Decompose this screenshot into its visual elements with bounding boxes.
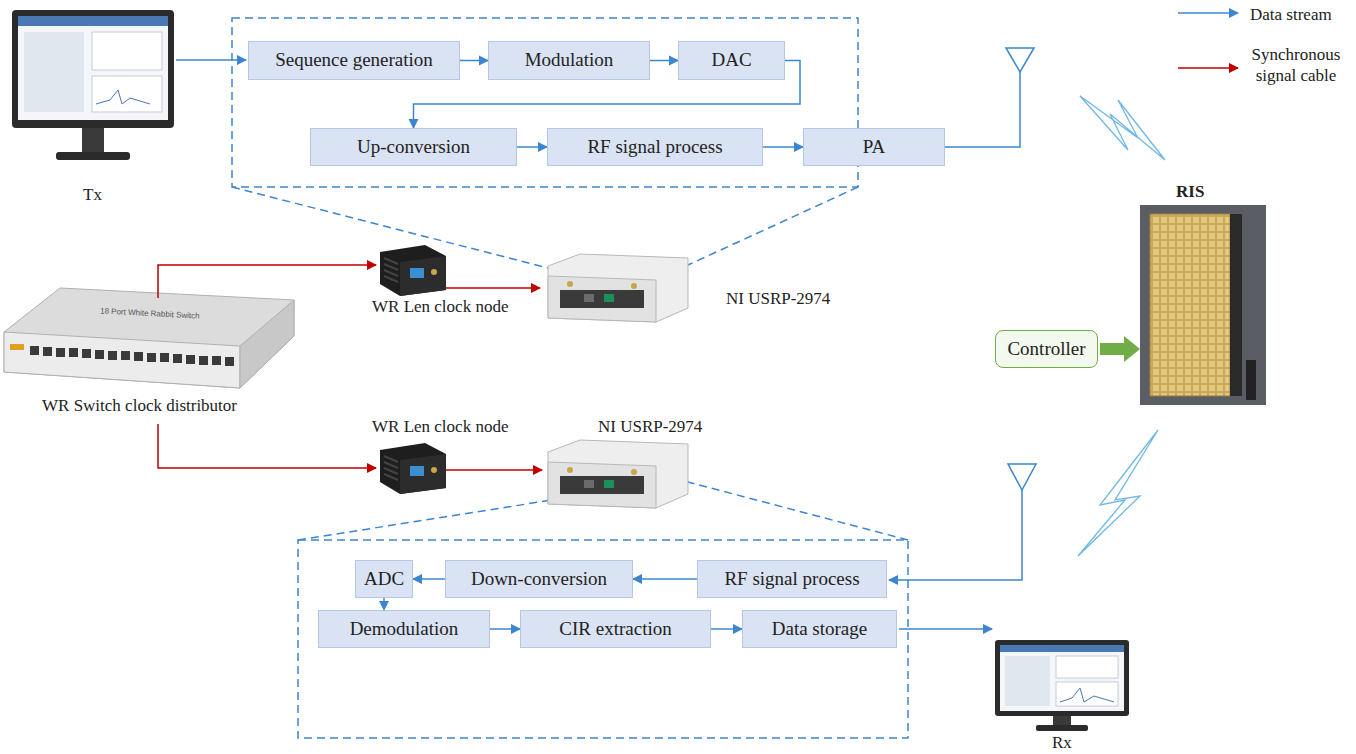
sync-cable bbox=[446, 287, 540, 289]
wr-len-device bbox=[380, 245, 446, 296]
zoom-line bbox=[298, 500, 552, 540]
antenna-feed bbox=[889, 490, 1022, 580]
tx-group-outline bbox=[232, 18, 858, 187]
antenna-feed bbox=[945, 72, 1020, 147]
legend-text: Synchronous signal cable bbox=[1238, 44, 1354, 87]
antenna-symbol bbox=[1008, 464, 1036, 490]
data-arrow bbox=[460, 60, 488, 62]
wireless-link bbox=[1080, 96, 1165, 160]
zoom-line bbox=[688, 187, 858, 265]
process-box: CIR extraction bbox=[520, 610, 711, 648]
process-box: PA bbox=[803, 128, 945, 166]
wr-len-device bbox=[380, 443, 446, 494]
zoom-line bbox=[688, 482, 908, 540]
part-label: RIS bbox=[1176, 183, 1204, 202]
box-label: RF signal process bbox=[724, 569, 859, 590]
process-box: RF signal process bbox=[547, 128, 763, 166]
process-box: DAC bbox=[678, 41, 785, 80]
data-arrow bbox=[711, 628, 742, 630]
data-arrow bbox=[413, 578, 445, 580]
data-arrow bbox=[383, 598, 385, 610]
data-arrow bbox=[176, 59, 246, 61]
sync-cable bbox=[446, 469, 542, 471]
legend-sample bbox=[1178, 67, 1238, 69]
wr-switch-image bbox=[4, 288, 294, 388]
sync-cable bbox=[158, 265, 376, 298]
data-arrow bbox=[517, 146, 547, 148]
tx-monitor bbox=[12, 10, 174, 160]
data-arrow bbox=[899, 628, 992, 630]
process-box: ADC bbox=[355, 560, 413, 598]
part-label: NI USRP-2974 bbox=[726, 290, 830, 309]
process-box: Data storage bbox=[742, 610, 897, 648]
part-label: 18 Port White Rabbit Switch bbox=[100, 307, 200, 321]
part-label: NI USRP-2974 bbox=[598, 418, 702, 437]
legend-text: Data stream bbox=[1250, 4, 1332, 25]
data-arrow bbox=[633, 578, 697, 580]
data-arrow bbox=[650, 60, 678, 62]
antenna-symbol bbox=[1006, 48, 1034, 72]
box-label: RF signal process bbox=[587, 137, 722, 158]
process-box: RF signal process bbox=[697, 560, 887, 598]
box-label: Controller bbox=[1007, 339, 1085, 360]
box-label: Data storage bbox=[772, 619, 867, 640]
legend-sample bbox=[1178, 12, 1238, 14]
box-label: Demodulation bbox=[350, 619, 459, 640]
usrp-device bbox=[548, 254, 688, 322]
box-label: ADC bbox=[364, 569, 404, 590]
box-label: Up-conversion bbox=[357, 137, 470, 158]
sync-cable bbox=[158, 424, 376, 468]
ris-panel bbox=[1140, 205, 1266, 405]
part-label: WR Len clock node bbox=[372, 298, 508, 317]
part-label: Tx bbox=[83, 186, 102, 205]
process-box: Sequence generation bbox=[248, 41, 460, 80]
process-box: Down-conversion bbox=[445, 560, 633, 598]
box-label: PA bbox=[863, 137, 886, 158]
box-label: Down-conversion bbox=[471, 569, 607, 590]
data-arrow bbox=[763, 146, 803, 148]
controller-box: Controller bbox=[995, 330, 1098, 368]
rx-monitor bbox=[995, 640, 1129, 731]
part-label: WR Switch clock distributor bbox=[42, 397, 237, 416]
control-arrow bbox=[1100, 336, 1140, 362]
box-label: DAC bbox=[711, 50, 751, 71]
box-label: CIR extraction bbox=[559, 619, 671, 640]
part-label: WR Len clock node bbox=[372, 418, 508, 437]
process-box: Up-conversion bbox=[310, 128, 517, 166]
usrp-device bbox=[548, 440, 688, 508]
data-arrow bbox=[490, 628, 520, 630]
part-label: Rx bbox=[1052, 734, 1072, 753]
box-label: Modulation bbox=[525, 50, 614, 71]
process-box: Demodulation bbox=[318, 610, 490, 648]
wireless-link bbox=[1078, 430, 1158, 556]
process-box: Modulation bbox=[488, 41, 650, 80]
rx-group-outline bbox=[298, 540, 908, 738]
box-label: Sequence generation bbox=[275, 50, 433, 71]
